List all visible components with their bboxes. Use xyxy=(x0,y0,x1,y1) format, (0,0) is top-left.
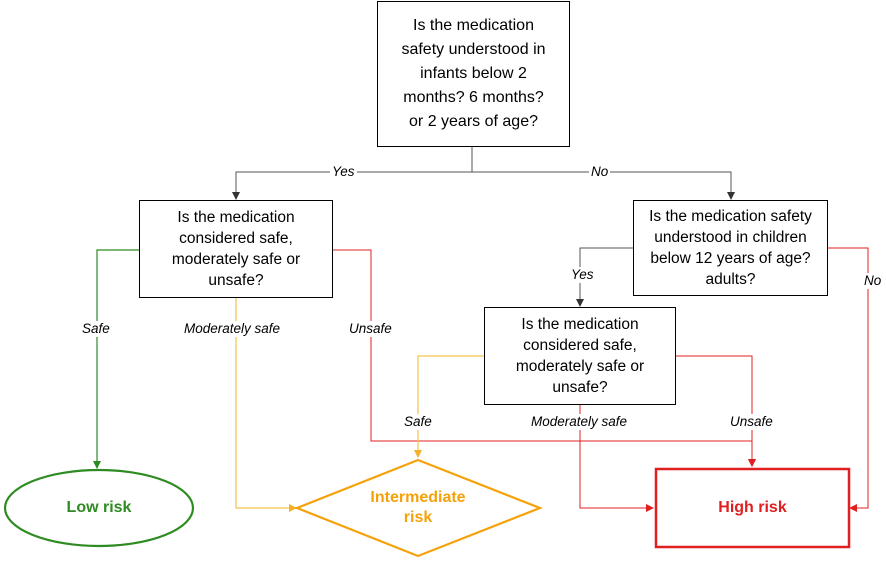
question-infants-safety: Is the medication safety understood in i… xyxy=(377,1,570,147)
connector-no-children xyxy=(828,247,869,512)
connector-no-top xyxy=(472,171,735,200)
intermediate-risk-label: Intermediate risk xyxy=(370,489,466,526)
edge-label-no-top: No xyxy=(589,164,611,180)
intermediate-risk-diamond xyxy=(294,458,544,558)
low-risk-label: Low risk xyxy=(66,499,132,516)
edge-label-safe-right: Safe xyxy=(402,414,434,430)
high-risk-rect xyxy=(654,467,851,549)
edge-label-yes-top: Yes xyxy=(330,164,357,180)
connector-moderate-right xyxy=(579,405,654,512)
edge-label-moderate-right: Moderately safe xyxy=(529,414,630,430)
question-safety-left: Is the medication considered safe, moder… xyxy=(139,200,333,298)
connector-safe-right xyxy=(414,355,484,458)
edge-label-moderate-left: Moderately safe xyxy=(182,321,283,337)
question-safety-right: Is the medication considered safe, moder… xyxy=(484,307,676,405)
edge-label-unsafe-left: Unsafe xyxy=(347,321,394,337)
edge-label-unsafe-right: Unsafe xyxy=(728,414,775,430)
low-risk-ellipse xyxy=(3,468,195,548)
edge-label-no-children: No xyxy=(862,273,884,289)
connector-yes-top xyxy=(232,171,472,200)
connector-yes-children xyxy=(576,247,633,307)
high-risk-label: High risk xyxy=(718,499,787,516)
edge-label-yes-children: Yes xyxy=(569,267,596,283)
question-children-adults: Is the medication safety understood in c… xyxy=(633,200,828,296)
connector-unsafe-right xyxy=(676,355,756,467)
connector-safe-left xyxy=(93,249,139,469)
connector-moderate-left xyxy=(235,298,297,512)
edge-label-safe-left: Safe xyxy=(80,321,112,337)
